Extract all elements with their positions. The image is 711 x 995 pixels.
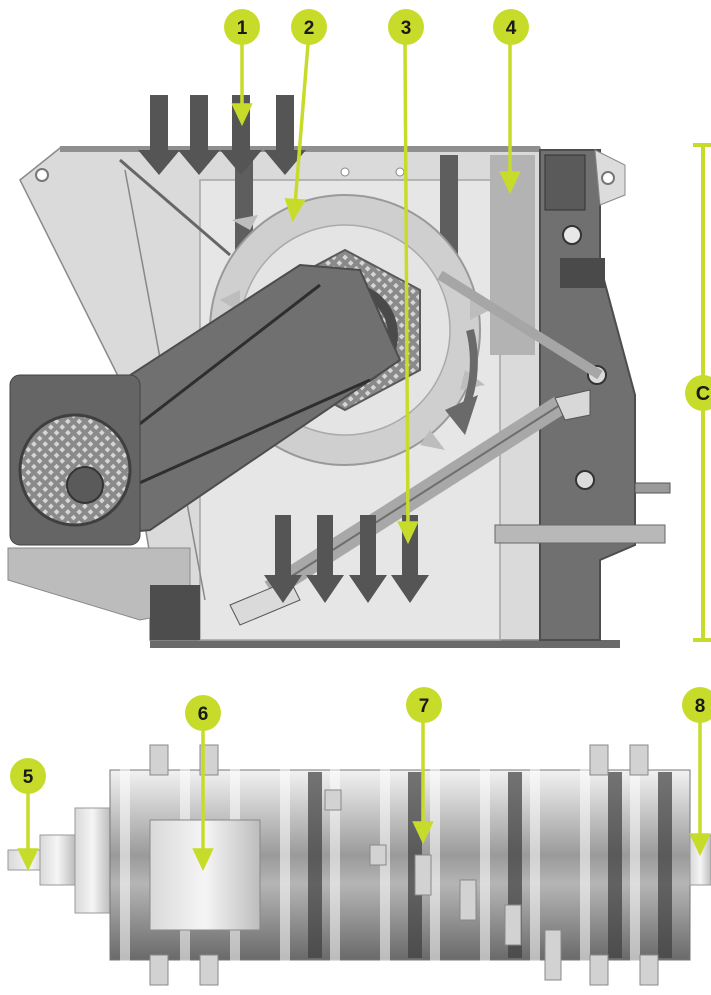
callout-2: 2 <box>291 9 327 45</box>
tie-rod <box>437 270 603 380</box>
rotor-assembly <box>7 744 711 986</box>
gauge <box>562 225 582 245</box>
callout-8: 8 <box>682 687 711 723</box>
callout-6: 6 <box>185 695 221 731</box>
lifting-eye-left <box>35 168 49 182</box>
support-foot <box>150 585 200 640</box>
curtain-line <box>119 158 231 257</box>
svg-text:7: 7 <box>419 696 430 717</box>
housing-bolt <box>395 167 405 177</box>
bearing-hub <box>74 807 111 914</box>
discharge-flow-arrows <box>264 515 429 603</box>
housing-bolt <box>340 167 350 177</box>
callout-1: 1 <box>224 9 260 45</box>
callout-3: 3 <box>388 9 424 45</box>
rotor-shaft-step <box>39 834 76 886</box>
drive-end-hub <box>149 819 261 931</box>
connector <box>560 258 605 288</box>
adjust-bolt <box>575 470 595 490</box>
dimension-label: C <box>696 383 710 405</box>
svg-text:4: 4 <box>506 18 517 39</box>
base-plate <box>150 640 620 648</box>
dimension-c: C <box>685 143 711 642</box>
hydraulic-fitting <box>634 482 671 494</box>
dimension-badge <box>685 375 711 411</box>
control-box <box>544 154 586 211</box>
leader-lines <box>17 43 711 872</box>
svg-text:6: 6 <box>198 704 209 725</box>
motor-pulley-front <box>66 466 104 504</box>
rotor-hammers <box>149 744 659 986</box>
cylinder-clevis <box>554 389 591 421</box>
svg-text:2: 2 <box>304 18 315 39</box>
svg-text:3: 3 <box>401 18 412 39</box>
callout-5: 5 <box>10 758 46 794</box>
svg-text:5: 5 <box>23 767 34 788</box>
svg-text:8: 8 <box>695 696 706 717</box>
discharge-bracket <box>494 524 666 544</box>
callout-badges: 1 2 3 4 5 6 7 8 <box>10 9 711 794</box>
crusher-side-view <box>7 95 671 648</box>
rotation-arrowhead <box>445 395 478 435</box>
feed-flow-arrows <box>138 95 306 175</box>
lifting-eye-right <box>601 171 615 185</box>
callout-4: 4 <box>493 9 529 45</box>
callout-7: 7 <box>406 687 442 723</box>
svg-text:1: 1 <box>237 18 248 39</box>
